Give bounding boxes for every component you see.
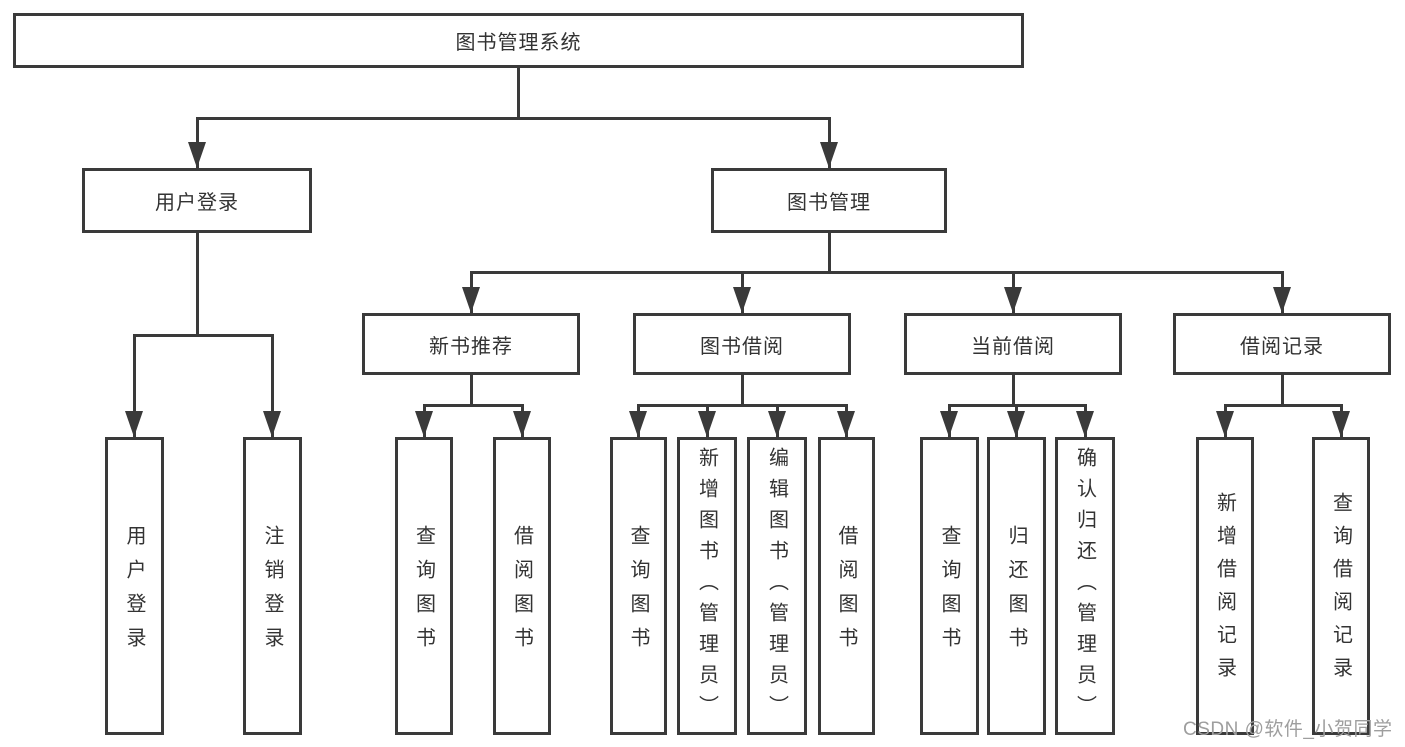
arrowhead-d1 <box>940 411 958 437</box>
leaf-confirm-return-admin: 确认归还（管理员） <box>1055 437 1115 735</box>
connector-drop-leaf-user-login <box>133 334 136 437</box>
connector-drop-leaf-logout <box>271 334 274 437</box>
node-book-management: 图书管理 <box>711 168 947 233</box>
leaf-query-borrow-record: 查询借阅记录 <box>1312 437 1370 735</box>
node-new-book-recommend: 新书推荐 <box>362 313 580 375</box>
leaf-add-borrow-record-label: 新增借阅记录 <box>1213 492 1236 690</box>
arrowhead-e1 <box>1216 411 1234 437</box>
leaf-confirm-return-admin-label: 确认归还（管理员） <box>1073 446 1096 726</box>
arrowhead-d3 <box>1076 411 1094 437</box>
arrowhead-b1 <box>415 411 433 437</box>
arrowhead-leaf-logout <box>263 411 281 437</box>
node-current-borrow-label: 当前借阅 <box>971 335 1055 358</box>
arrowhead-new-book <box>462 287 480 313</box>
node-root: 图书管理系统 <box>13 13 1024 68</box>
leaf-query-books-current-label: 查询图书 <box>938 525 960 661</box>
connector-current-borrow-stub <box>1012 375 1015 407</box>
leaf-logout: 注销登录 <box>243 437 302 735</box>
leaf-user-login: 用户登录 <box>105 437 164 735</box>
connector-borrow-records-rail <box>1224 404 1342 407</box>
node-borrow-records-label: 借阅记录 <box>1240 335 1324 358</box>
csdn-watermark: CSDN @软件_小贺同学 <box>1183 719 1393 740</box>
arrowhead-d2 <box>1007 411 1025 437</box>
node-book-management-label: 图书管理 <box>787 192 871 214</box>
connector-user-login-stub <box>196 233 199 336</box>
arrowhead-user-login <box>188 142 206 168</box>
connector-book-borrow-stub <box>741 375 744 407</box>
leaf-edit-books-admin-label: 编辑图书（管理员） <box>765 446 788 726</box>
arrowhead-c4 <box>837 411 855 437</box>
node-root-label: 图书管理系统 <box>455 32 582 54</box>
node-book-borrow-label: 图书借阅 <box>700 335 784 358</box>
leaf-borrow-books-label: 借阅图书 <box>835 525 857 661</box>
leaf-query-books-recommend-label: 查询图书 <box>412 525 435 661</box>
connector-book-management-stub <box>828 233 831 274</box>
node-borrow-records: 借阅记录 <box>1173 313 1391 375</box>
node-user-login-label: 用户登录 <box>155 192 239 214</box>
connector-user-login-rail <box>133 334 274 337</box>
connector-root-rail <box>196 117 831 120</box>
leaf-query-books-recommend: 查询图书 <box>395 437 453 735</box>
leaf-add-borrow-record: 新增借阅记录 <box>1196 437 1254 735</box>
arrowhead-c3 <box>768 411 786 437</box>
node-book-borrow: 图书借阅 <box>633 313 851 375</box>
connector-new-book-stub <box>470 375 473 407</box>
arrowhead-b2 <box>513 411 531 437</box>
leaf-borrow-books-recommend-label: 借阅图书 <box>510 525 533 661</box>
leaf-query-books-current: 查询图书 <box>920 437 979 735</box>
connector-borrow-records-stub <box>1281 375 1284 407</box>
connector-new-book-rail <box>423 404 523 407</box>
leaf-borrow-books: 借阅图书 <box>818 437 875 735</box>
leaf-query-borrow-record-label: 查询借阅记录 <box>1329 492 1352 690</box>
leaf-return-books: 归还图书 <box>987 437 1046 735</box>
arrowhead-c2 <box>698 411 716 437</box>
node-current-borrow: 当前借阅 <box>904 313 1122 375</box>
leaf-logout-label: 注销登录 <box>261 525 283 661</box>
leaf-edit-books-admin: 编辑图书（管理员） <box>747 437 807 735</box>
arrowhead-book-borrow <box>733 287 751 313</box>
leaf-return-books-label: 归还图书 <box>1005 525 1027 661</box>
node-user-login: 用户登录 <box>82 168 312 233</box>
arrowhead-current-borrow <box>1004 287 1022 313</box>
arrowhead-e2 <box>1332 411 1350 437</box>
arrowhead-book-management <box>820 142 838 168</box>
arrowhead-leaf-user-login <box>125 411 143 437</box>
leaf-user-login-label: 用户登录 <box>123 525 145 661</box>
connector-book-borrow-rail <box>637 404 848 407</box>
leaf-query-books-borrow: 查询图书 <box>610 437 667 735</box>
connector-book-management-rail <box>470 271 1283 274</box>
leaf-query-books-borrow-label: 查询图书 <box>627 525 649 661</box>
node-new-book-recommend-label: 新书推荐 <box>429 335 513 358</box>
leaf-add-books-admin-label: 新增图书（管理员） <box>695 446 718 726</box>
connector-root-stub <box>517 68 520 119</box>
arrowhead-borrow-records <box>1273 287 1291 313</box>
arrowhead-c1 <box>629 411 647 437</box>
leaf-borrow-books-recommend: 借阅图书 <box>493 437 551 735</box>
leaf-add-books-admin: 新增图书（管理员） <box>677 437 737 735</box>
